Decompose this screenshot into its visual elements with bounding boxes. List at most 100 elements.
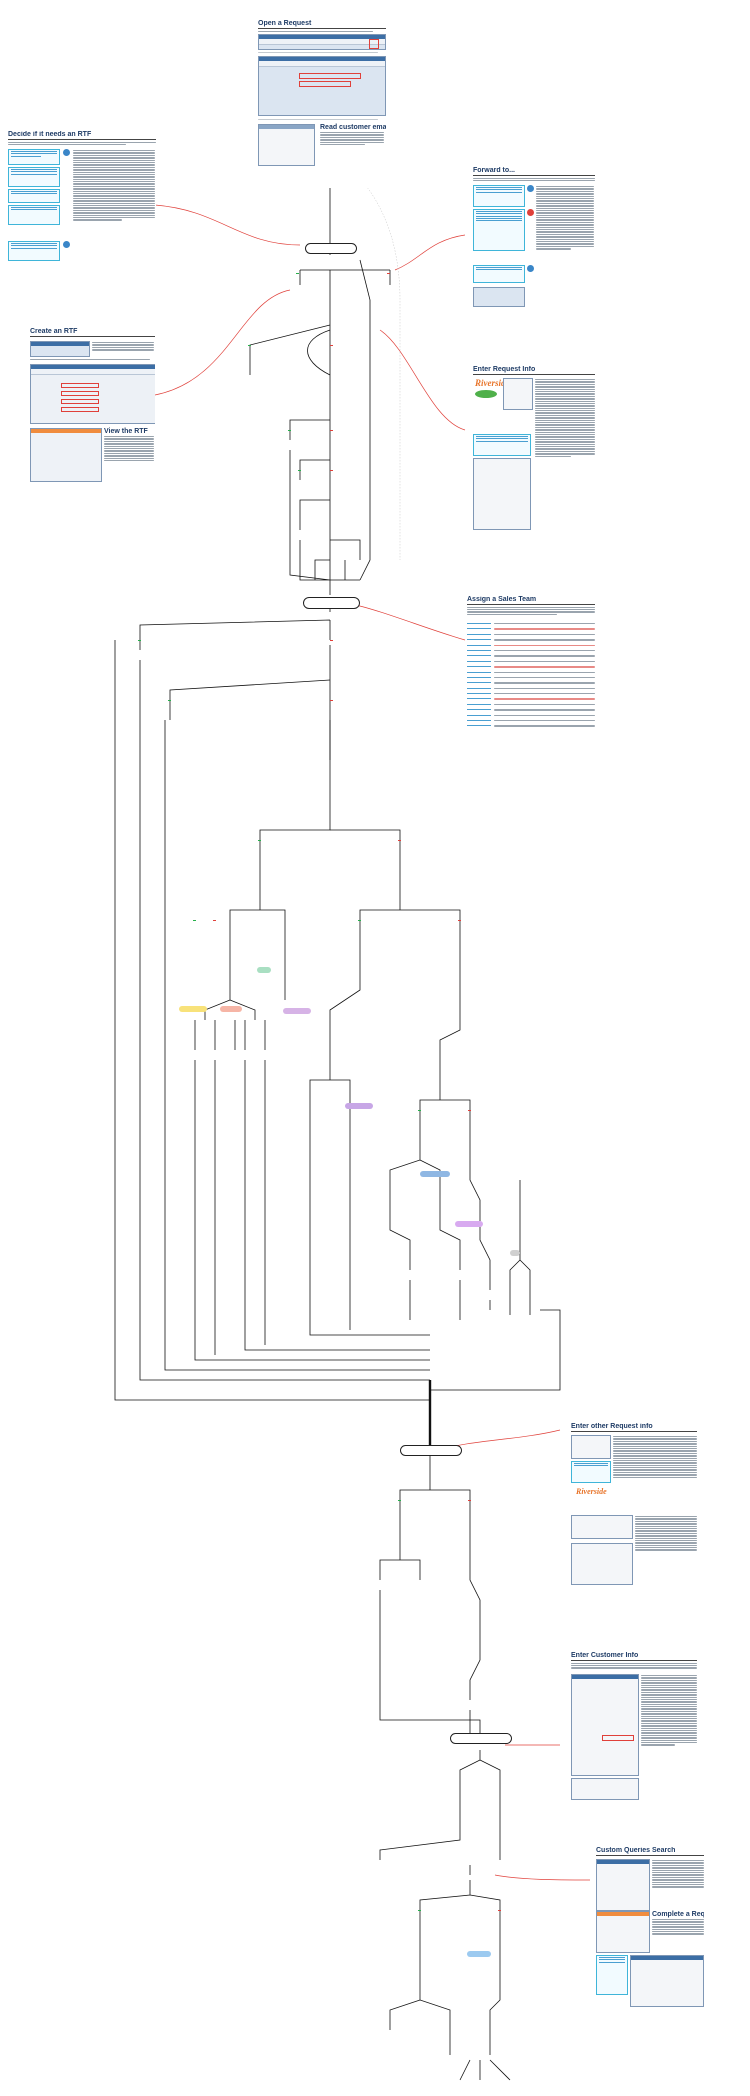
speech-bubble-icon	[63, 241, 70, 248]
screenshot-complete-request	[596, 1911, 650, 1953]
outcome-label-orange	[220, 1006, 242, 1012]
terminal-start	[305, 243, 357, 254]
outcome-label-lightblue	[467, 1951, 491, 1957]
outcome-label-purple-3	[455, 1221, 483, 1227]
callout-box	[8, 149, 60, 165]
panel-title: Custom Queries Search	[596, 1847, 676, 1854]
yes-arrow-icon	[298, 470, 301, 472]
highlight-box	[61, 399, 99, 404]
callout-box	[473, 209, 525, 251]
panel-enter-other-info: Enter other Request info Riverside	[571, 1423, 697, 1591]
yes-arrow-icon	[418, 1910, 421, 1912]
yes-arrow-icon	[168, 700, 171, 702]
connector-lines	[154, 150, 591, 1881]
subpanel-title: View the RTF	[104, 428, 148, 435]
screenshot-customer-list	[571, 1778, 639, 1800]
screenshot-request-details	[473, 458, 531, 530]
green-leaf-logo	[475, 390, 497, 398]
yes-arrow-icon	[248, 345, 251, 347]
no-arrow-icon	[330, 700, 333, 702]
no-arrow-icon	[468, 1110, 471, 1112]
panel-title: Forward to...	[473, 167, 515, 174]
screenshot-request-list	[258, 56, 386, 116]
panel-title: Enter Request Info	[473, 366, 536, 373]
riverside-logo: Riverside	[576, 1487, 607, 1496]
callout-box	[571, 1461, 611, 1483]
panel-enter-request-info: Enter Request Info Riverside	[473, 366, 595, 534]
no-arrow-icon	[468, 1500, 471, 1502]
callout-box	[596, 1955, 628, 1995]
panel-title: Create an RTF	[30, 328, 78, 335]
no-arrow-icon	[458, 920, 461, 922]
divider	[571, 1660, 697, 1661]
divider	[571, 1431, 697, 1432]
screenshot-email	[258, 124, 315, 166]
panel-title: Assign a Sales Team	[467, 596, 537, 603]
highlight-box	[61, 391, 99, 396]
no-arrow-icon	[213, 920, 216, 922]
divider	[473, 374, 595, 375]
divider	[258, 28, 386, 29]
screenshot-other-table	[571, 1543, 633, 1585]
outcome-label-yellow	[179, 1006, 207, 1012]
screenshot-other-info	[571, 1435, 611, 1459]
screenshot-forward	[473, 287, 525, 307]
panel-assign-sales-team: Assign a Sales Team	[467, 596, 595, 764]
screenshot-rtf-view	[30, 428, 102, 482]
no-arrow-icon	[398, 840, 401, 842]
terminal-section-2	[303, 597, 360, 609]
no-arrow-icon	[330, 470, 333, 472]
yes-arrow-icon	[193, 920, 196, 922]
outcome-label-grey	[510, 1250, 520, 1256]
panel-enter-customer-info: Enter Customer Info	[571, 1652, 697, 1810]
terminal-section-3	[400, 1445, 462, 1456]
callout-box	[473, 185, 525, 207]
callout-box	[8, 167, 60, 187]
no-arrow-icon	[330, 640, 333, 642]
panel-title: Enter Customer Info	[571, 1652, 639, 1659]
screenshot-rtf-form	[30, 364, 155, 424]
panel-title: Decide if it needs an RTF	[8, 131, 92, 138]
no-arrow-icon	[387, 273, 390, 275]
callout-box	[473, 265, 525, 283]
no-arrow-icon	[330, 345, 333, 347]
panel-forward-to: Forward to...	[473, 167, 595, 335]
highlight-box	[602, 1735, 634, 1741]
panel-create-rtf: Create an RTF View the RTF	[30, 328, 155, 496]
screenshot-toolbar	[258, 34, 386, 50]
subpanel-title: Read customer email	[320, 124, 386, 131]
subpanel-title: Complete a Request	[652, 1911, 704, 1918]
divider	[596, 1855, 704, 1856]
speech-bubble-icon	[527, 265, 534, 272]
riverside-logo: Riverside	[475, 378, 510, 388]
yes-arrow-icon	[296, 273, 299, 275]
outcome-label-blue	[420, 1171, 450, 1177]
yes-arrow-icon	[288, 430, 291, 432]
highlight-box	[369, 39, 379, 49]
callout-box	[473, 434, 531, 456]
panel-custom-queries: Custom Queries Search Complete a Request	[596, 1847, 704, 2047]
divider	[467, 604, 595, 605]
yes-arrow-icon	[418, 1110, 421, 1112]
speech-bubble-icon	[527, 185, 534, 192]
highlight-box	[299, 73, 361, 79]
no-arrow-icon	[330, 430, 333, 432]
flow-lines	[114, 160, 561, 2081]
screenshot-other-details	[571, 1515, 633, 1539]
panel-decide-rtf: Decide if it needs an RTF	[8, 131, 156, 274]
callout-box	[8, 205, 60, 225]
screenshot-custom-queries	[596, 1859, 650, 1911]
divider	[30, 336, 155, 337]
outcome-label-green	[257, 967, 271, 973]
outcome-label-purple-2	[345, 1103, 373, 1109]
screenshot-complete-form	[630, 1955, 704, 2007]
outcome-label-purple-1	[283, 1008, 311, 1014]
panel-title: Enter other Request info	[571, 1423, 653, 1430]
panel-title: Open a Request	[258, 20, 312, 27]
yes-arrow-icon	[398, 1500, 401, 1502]
highlight-box	[61, 383, 99, 388]
no-arrow-icon	[498, 1910, 501, 1912]
callout-box	[8, 241, 60, 261]
yes-arrow-icon	[258, 840, 261, 842]
